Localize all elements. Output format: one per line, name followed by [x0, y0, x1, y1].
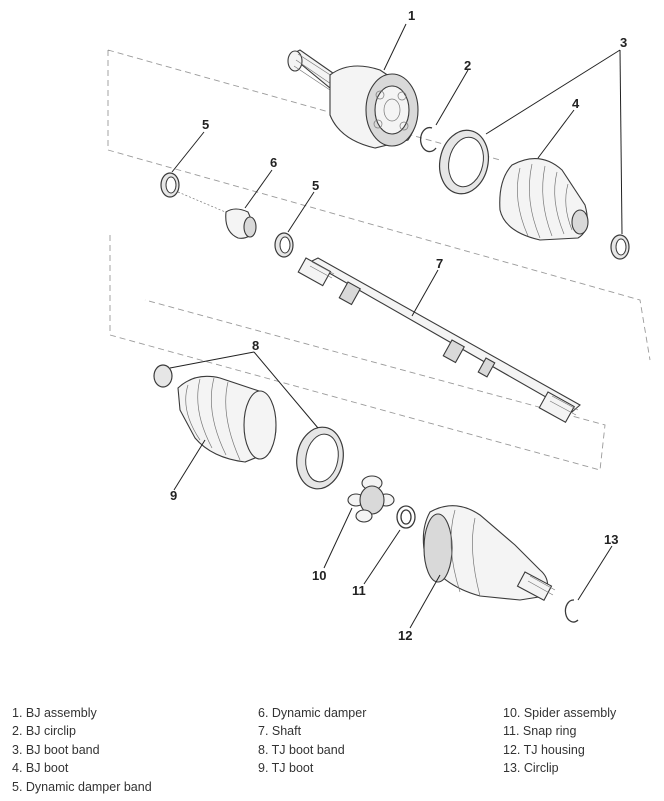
- snap-ring: [396, 505, 416, 529]
- callout-12: 12: [398, 628, 412, 643]
- bj-boot-band-small: [610, 234, 630, 260]
- dynamic-damper-band-mid: [274, 232, 294, 258]
- legend-item: 3. BJ boot band: [12, 742, 100, 757]
- legend-item: 8. TJ boot band: [258, 742, 345, 757]
- legend-item: 1. BJ assembly: [12, 706, 97, 720]
- callout-1: 1: [408, 8, 415, 23]
- dynamic-damper: [225, 208, 257, 239]
- legend-item: 13. Circlip: [503, 761, 559, 776]
- spider-assembly: [347, 475, 395, 523]
- tj-boot: [177, 375, 277, 463]
- legend-item: 6. Dynamic damper: [258, 706, 367, 720]
- legend-column-3: 10. Spider assembly 11. Snap ring 12. TJ…: [503, 704, 616, 778]
- legend-column-1: 1. BJ assembly 2. BJ circlip 3. BJ boot …: [12, 704, 152, 796]
- shaft: [297, 257, 581, 424]
- callout-3: 3: [620, 35, 627, 50]
- legend-item: 9. TJ boot: [258, 761, 314, 776]
- callout-11: 11: [352, 583, 366, 598]
- legend-item: 2. BJ circlip: [12, 724, 76, 739]
- bj-assembly: [287, 49, 419, 149]
- callout-5-mid: 5: [312, 178, 319, 193]
- legend-column-2: 6. Dynamic damper 7. Shaft 8. TJ boot ba…: [258, 704, 366, 778]
- callout-8: 8: [252, 338, 259, 353]
- callout-7: 7: [436, 256, 443, 271]
- legend-item: 12. TJ housing: [503, 742, 585, 757]
- bj-boot-band-large: [438, 129, 490, 195]
- dynamic-damper-band-left: [160, 172, 231, 215]
- callout-10: 10: [312, 568, 326, 583]
- circlip: [564, 599, 579, 623]
- tj-boot-band-small: [153, 364, 173, 388]
- callout-5-top: 5: [202, 117, 209, 132]
- legend-item: 5. Dynamic damper band: [12, 779, 152, 794]
- callout-labels: 1 2 3 4 5 6 5 7 8 9 10 11 12 13: [170, 8, 627, 643]
- callout-9: 9: [170, 488, 177, 503]
- legend-item: 7. Shaft: [258, 724, 302, 739]
- tj-housing: [422, 505, 556, 601]
- legend-item: 4. BJ boot: [12, 761, 69, 776]
- callout-4: 4: [572, 96, 580, 111]
- bj-circlip: [419, 126, 437, 153]
- leader-lines: [169, 23, 623, 629]
- legend-item: 11. Snap ring: [503, 724, 577, 739]
- tj-boot-band-large: [296, 426, 344, 490]
- callout-6: 6: [270, 155, 277, 170]
- callout-2: 2: [464, 58, 471, 73]
- exploded-view-diagram: 1 2 3 4 5 6 5 7 8 9 10 11 12 13: [107, 8, 651, 643]
- callout-13: 13: [604, 532, 618, 547]
- upper-assembly-frame: [107, 49, 651, 361]
- lower-assembly-frame: [109, 235, 606, 471]
- bj-boot: [499, 158, 589, 241]
- legend-item: 10. Spider assembly: [503, 706, 617, 720]
